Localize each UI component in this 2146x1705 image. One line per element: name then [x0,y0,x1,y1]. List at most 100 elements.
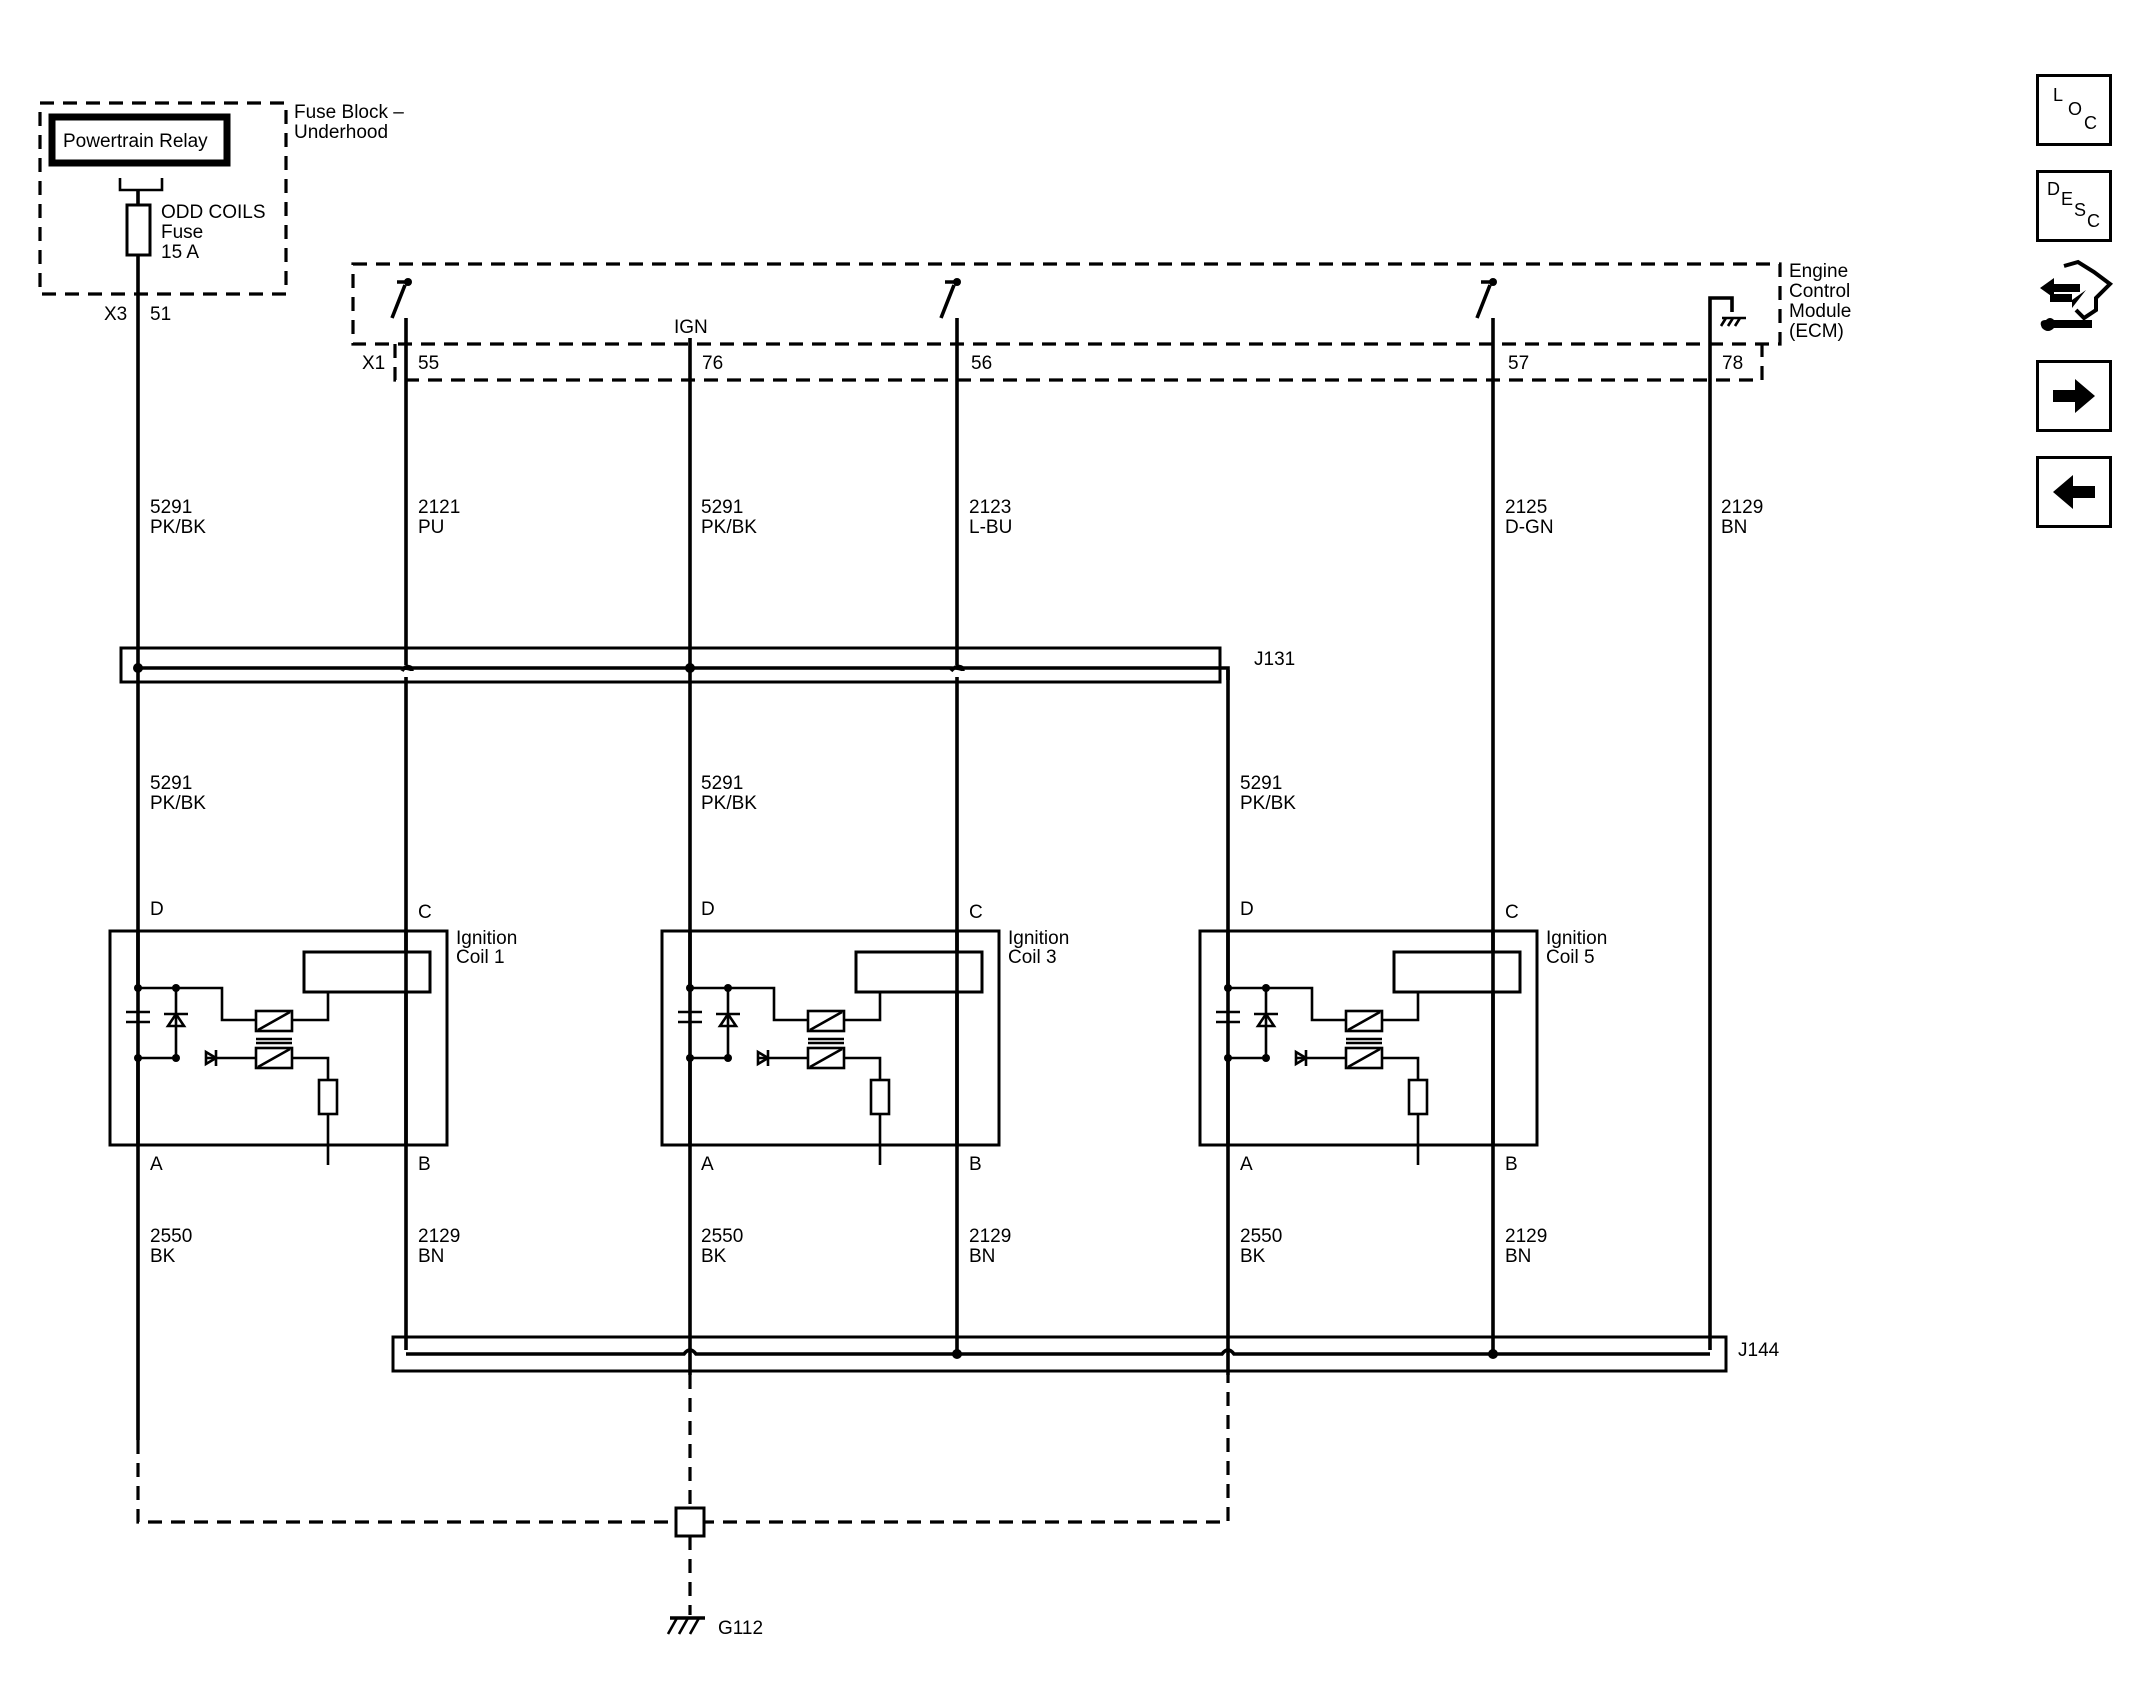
ecm-ign-label: IGN [674,317,708,338]
wire-label-circuit: 5291 [1240,773,1282,794]
ecm-module: Engine Control Module (ECM) X1 IGN 55 76… [351,261,1851,382]
wire-label-color: PK/BK [701,793,757,814]
next-arrow-icon [2053,379,2095,413]
wire-label-circuit: 5291 [701,773,743,794]
splice-j144: J144 [391,1335,1780,1373]
ignition-coil-1: Ignition Coil 1 D C A B [108,899,517,1175]
wire-label-color: PK/BK [150,517,206,538]
wire-label-circuit: 2129 [969,1226,1011,1247]
loc-button[interactable]: L O C [2036,74,2112,146]
coil-module-icon [1216,950,1522,1165]
wire-label-color: BN [1505,1246,1531,1267]
coil-pin-d: D [701,899,715,920]
wire-label-color: PK/BK [701,517,757,538]
coil-name-2: Coil 3 [1008,947,1057,968]
ecm-pin-76: 76 [702,353,723,374]
wire-label-color: PK/BK [150,793,206,814]
wire-label-circuit: 2125 [1505,497,1547,518]
ground-icon [666,1617,701,1635]
connector-repair-icon [2040,259,2114,331]
fuse-label-1: ODD COILS [161,202,266,223]
lower-wire-labels: 2550 BK 2129 BN 2550 BK 2129 BN 2550 BK … [150,1226,1547,1267]
ground-splice-icon [674,1506,706,1538]
upper-wire-labels: 5291 PK/BK 2121 PU 5291 PK/BK 2123 L-BU … [150,497,1763,538]
fuse-block-title-2: Underhood [294,122,388,143]
ecm-pin-78: 78 [1722,353,1743,374]
ground-icon [1719,316,1746,327]
coil-name-1: Ignition [456,928,517,949]
coil-pin-b: B [969,1154,982,1175]
coil-pin-d: D [1240,899,1254,920]
fuse-block-underhood: Powertrain Relay Fuse Block – Underhood … [38,101,404,325]
wire-label-circuit: 2129 [1505,1226,1547,1247]
wire-label-circuit: 2550 [1240,1226,1282,1247]
wire-label-color: BK [701,1246,727,1267]
fuse-connector-label: X3 [104,304,127,325]
fuse-pin-label: 51 [150,304,171,325]
ground-g112: G112 [136,1375,1230,1639]
driver-switch-icon [1475,280,1493,319]
wire-label-color: BN [969,1246,995,1267]
ecm-title-2: Control [1789,281,1850,302]
wire-label-circuit: 2550 [701,1226,743,1247]
desc-button[interactable]: D E S C [2036,170,2112,242]
wire-label-color: BN [418,1246,444,1267]
ecm-title-3: Module [1789,301,1851,322]
driver-switch-icon [390,280,408,319]
coil-module-icon [126,950,432,1165]
ground-label: G112 [718,1618,763,1639]
wire-label-circuit: 2123 [969,497,1011,518]
ecm-pin-55: 55 [418,353,439,374]
wire-label-circuit: 5291 [150,497,192,518]
relay-label: Powertrain Relay [63,131,208,152]
wire-label-color: D-GN [1505,517,1554,538]
back-button[interactable] [2036,456,2112,528]
wire-label-circuit: 2550 [150,1226,192,1247]
wiring [136,255,1712,1440]
coil-pin-b: B [1505,1154,1518,1175]
coil-pin-a: A [701,1154,714,1175]
ignition-coil-3: Ignition Coil 3 D C A B [660,899,1069,1175]
wire-label-circuit: 5291 [701,497,743,518]
coil-pin-c: C [969,902,983,923]
ecm-pin-56: 56 [971,353,992,374]
ecm-connector-label: X1 [362,353,385,374]
wire-label-color: PK/BK [1240,793,1296,814]
splice-j144-label: J144 [1738,1340,1780,1361]
splice-j131: J131 [119,646,1295,684]
coil-pin-c: C [418,902,432,923]
next-button[interactable] [2036,360,2112,432]
ecm-pin-57: 57 [1508,353,1529,374]
fuse-icon [125,203,152,257]
wire-label-color: BN [1721,517,1747,538]
loc-icon: L O C [2053,85,2097,133]
back-arrow-icon [2053,475,2095,509]
fuse-label-3: 15 A [161,242,199,263]
coil-name-1: Ignition [1008,928,1069,949]
ecm-title-1: Engine [1789,261,1848,282]
coil-pin-a: A [150,1154,163,1175]
fuse-block-title-1: Fuse Block – [294,102,404,123]
wire-label-circuit: 2129 [418,1226,460,1247]
coil-pin-c: C [1505,902,1519,923]
wire-label-color: PU [418,517,444,538]
splice-j131-label: J131 [1254,649,1295,670]
coil-name-1: Ignition [1546,928,1607,949]
coil-pin-b: B [418,1154,431,1175]
ecm-title-4: (ECM) [1789,321,1844,342]
connector-repair-button[interactable] [2036,258,2114,338]
wire-label-circuit: 2129 [1721,497,1763,518]
wire-label-color: L-BU [969,517,1012,538]
desc-icon: D E S C [2047,179,2100,231]
coil-name-2: Coil 1 [456,947,505,968]
fuse-label-2: Fuse [161,222,203,243]
coil-pin-a: A [1240,1154,1253,1175]
coil-pin-d: D [150,899,164,920]
driver-switch-icon [939,280,957,319]
wire-label-color: BK [150,1246,176,1267]
mid-wire-labels: 5291 PK/BK 5291 PK/BK 5291 PK/BK [150,773,1296,814]
wire-label-circuit: 5291 [150,773,192,794]
wire-label-circuit: 2121 [418,497,460,518]
coil-name-2: Coil 5 [1546,947,1595,968]
